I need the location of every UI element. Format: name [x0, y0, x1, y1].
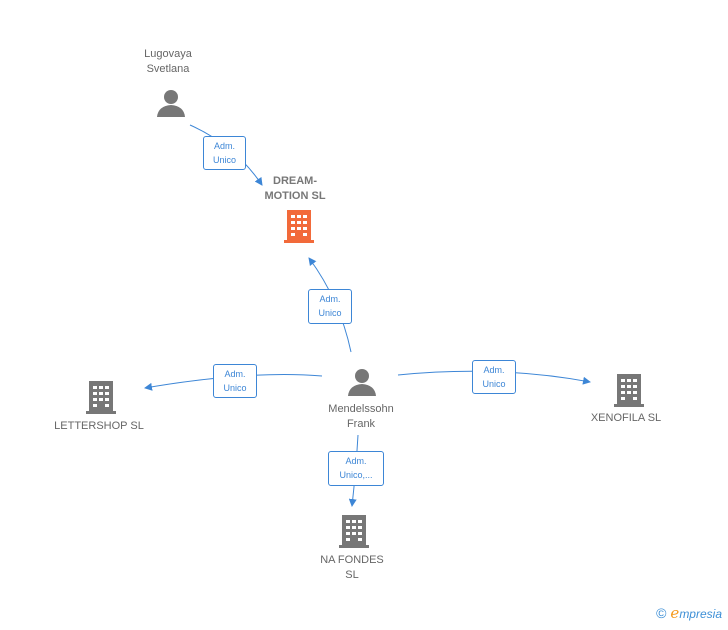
empresia-logo: ©empresia — [656, 604, 722, 622]
node-label: DREAM- MOTION SL — [264, 175, 326, 202]
node-lugovaya-svetlana[interactable]: Lugovaya Svetlana — [118, 47, 218, 77]
brand-rest: mpresia — [679, 607, 722, 621]
edge-label-mendelssohn-to-dream[interactable]: Adm. Unico — [308, 289, 352, 324]
edge-label-lugovaya-to-dream[interactable]: Adm. Unico — [203, 136, 246, 170]
building-icon — [614, 374, 644, 407]
node-label: Lugovaya Svetlana — [144, 48, 192, 75]
node-label: XENOFILA SL — [590, 412, 662, 424]
node-lettershop-sl[interactable]: LETTERSHOP SL — [39, 419, 159, 434]
person-icon — [157, 90, 185, 117]
node-mendelssohn-frank[interactable]: Mendelssohn Frank — [306, 402, 416, 432]
building-icon — [284, 210, 314, 243]
edge-label-mendelssohn-to-xenofila[interactable]: Adm. Unico — [472, 360, 516, 394]
building-icon — [86, 381, 116, 414]
node-dream-motion-sl[interactable]: DREAM- MOTION SL — [245, 174, 345, 204]
edge-label-mendelssohn-to-nafondes[interactable]: Adm. Unico,... — [328, 451, 384, 486]
copyright-icon: © — [656, 605, 667, 621]
node-xenofila-sl[interactable]: XENOFILA SL — [576, 411, 676, 426]
edge-label-mendelssohn-to-lettershop[interactable]: Adm. Unico — [213, 364, 257, 398]
building-icon — [339, 515, 369, 548]
node-na-fondes-sl[interactable]: NA FONDES SL — [302, 553, 402, 583]
brand-e: e — [670, 604, 680, 622]
person-icon — [348, 369, 376, 396]
node-label: Mendelssohn Frank — [328, 403, 394, 430]
node-label: NA FONDES SL — [320, 554, 384, 581]
node-label: LETTERSHOP SL — [54, 420, 144, 432]
